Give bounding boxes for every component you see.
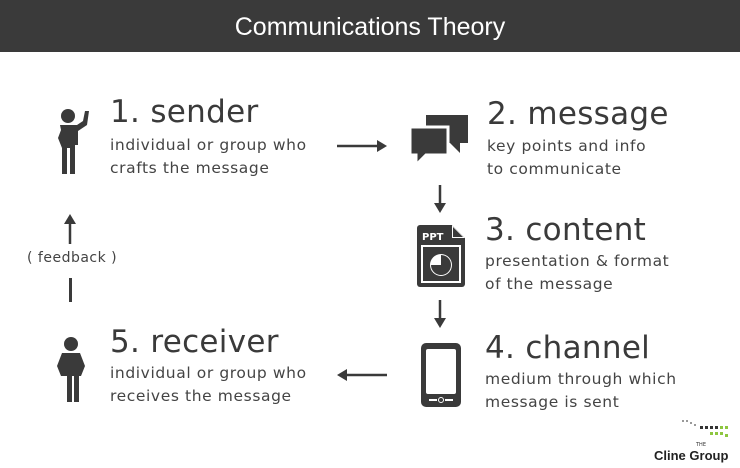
person-standing-icon <box>57 337 85 402</box>
feedback-line <box>69 278 72 302</box>
person-waving-icon <box>58 109 89 174</box>
ppt-label: PPT <box>422 232 444 243</box>
content-desc-1: presentation & format <box>485 252 670 270</box>
logo-the: THE <box>696 442 706 448</box>
arrow-left-icon <box>337 369 387 381</box>
chat-bubbles-icon <box>408 115 468 167</box>
channel-title: 4. channel <box>485 330 651 366</box>
arrow-right-icon <box>337 140 387 152</box>
arrow-down-icon <box>434 300 446 328</box>
message-desc-2: to communicate <box>487 160 622 178</box>
sender-title: 1. sender <box>110 94 259 130</box>
logo-dots-graphic <box>682 420 728 437</box>
message-desc-1: key points and info <box>487 137 647 155</box>
content-desc-2: of the message <box>485 275 614 293</box>
arrow-down-icon <box>434 185 446 213</box>
receiver-desc-2: receives the message <box>110 387 292 405</box>
message-title: 2. message <box>487 96 669 132</box>
mobile-phone-icon <box>421 343 461 407</box>
receiver-desc-1: individual or group who <box>110 364 307 382</box>
arrow-up-icon <box>64 214 76 244</box>
sender-desc-2: crafts the message <box>110 159 270 177</box>
receiver-title: 5. receiver <box>110 324 279 360</box>
logo-name: Cline Group <box>654 448 729 463</box>
page-title: Communications Theory <box>234 13 506 41</box>
cline-group-logo: THE Cline Group <box>654 418 736 463</box>
ppt-file-icon: PPT <box>417 225 465 287</box>
channel-desc-2: message is sent <box>485 393 620 411</box>
channel-desc-1: medium through which <box>485 370 677 388</box>
content-title: 3. content <box>485 212 647 248</box>
sender-desc-1: individual or group who <box>110 136 307 154</box>
feedback-label: ( feedback ) <box>27 250 118 266</box>
title-bar: Communications Theory <box>0 0 740 52</box>
